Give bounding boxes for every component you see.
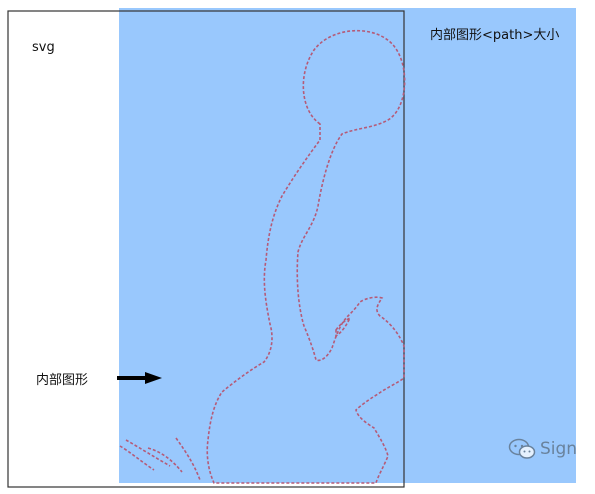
inner-path-hook	[335, 316, 352, 338]
watermark: Sign	[508, 438, 577, 460]
inner-path-shape	[206, 29, 406, 484]
path-bounding-area	[119, 8, 576, 483]
svg-label: svg	[32, 40, 55, 55]
svg-viewport-frame	[7, 10, 405, 488]
wechat-icon	[508, 438, 536, 459]
pointer-arrow-head	[145, 372, 162, 384]
watermark-text: Sign	[540, 439, 578, 459]
inner-shape-label: 内部图形	[36, 373, 89, 388]
path-size-label: 内部图形<path>大小	[430, 28, 560, 43]
inner-path-fragment	[119, 437, 201, 481]
